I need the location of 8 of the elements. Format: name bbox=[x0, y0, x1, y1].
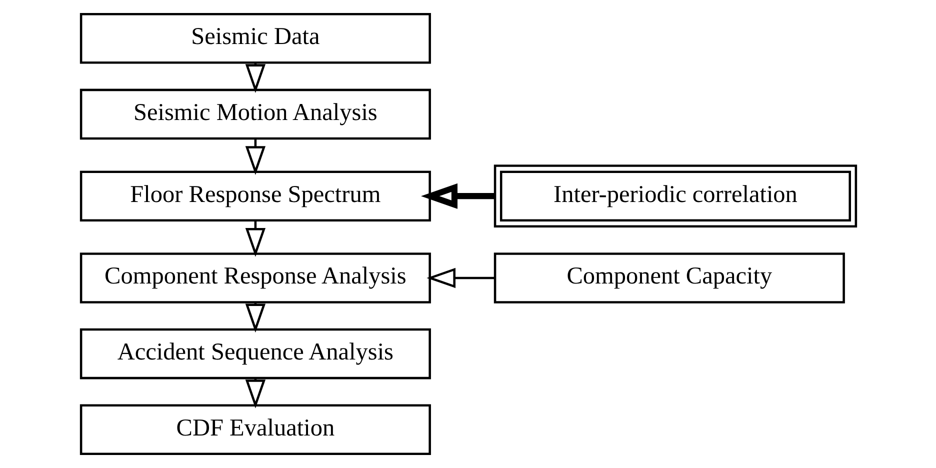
node-box: Component Response Analysis bbox=[79, 252, 430, 304]
node-box: Seismic Motion Analysis bbox=[79, 88, 430, 140]
arrow bbox=[426, 268, 494, 288]
arrow bbox=[420, 183, 494, 209]
node-box: Floor Response Spectrum bbox=[79, 170, 430, 222]
node-box: CDF Evaluation bbox=[79, 404, 430, 456]
node-box: Component Capacity bbox=[493, 252, 844, 304]
node-box: Inter-periodic correlation bbox=[493, 164, 857, 228]
